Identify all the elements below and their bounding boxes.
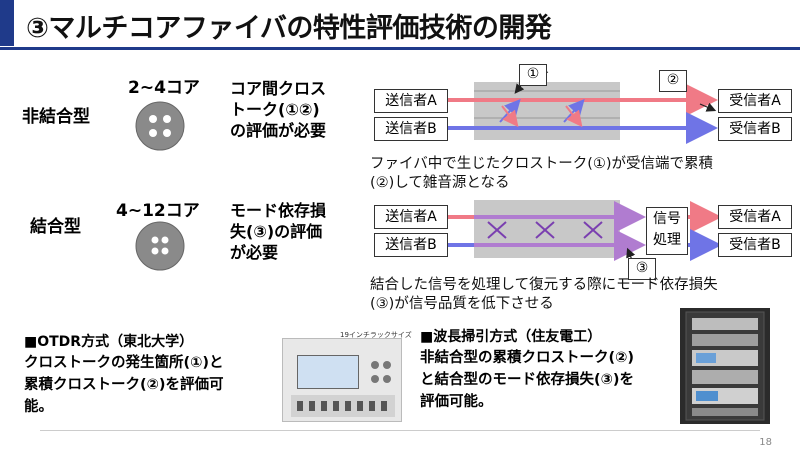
marker-crosstalk-2: ② [659,70,687,92]
footer-rule [40,430,760,431]
uncoupled-fiber-cross-section-icon [135,101,185,151]
signal-processing-line2: 処理 [653,232,681,248]
uncoupled-requirement-line3: の評価が必要 [230,121,327,140]
otdr-connector-panel-icon [291,395,395,417]
uncoupled-note-line2: (②)して雑音源となる [370,175,510,191]
marker-mdl-3: ③ [628,258,656,280]
page-title: ③マルチコアファイバの特性評価技術の開発 [26,13,552,44]
coupled-note: 結合した信号を処理して復元する際にモード依存損失 (③)が信号品質を低下させる [370,276,718,314]
sweep-body-line3: 評価可能。 [420,394,493,410]
coupled-requirement: モード依存損 失(③)の評価 が必要 [230,200,326,263]
page-number: 18 [759,437,772,448]
uncoupled-sender-b-box: 送信者B [374,117,448,141]
signal-processing-box: 信号 処理 [646,207,688,255]
uncoupled-receiver-b-box: 受信者B [718,117,792,141]
equipment-rack-icon [685,311,765,421]
uncoupled-label: 非結合型 [22,107,90,127]
coupled-core-count: 4~12コア [116,201,200,221]
sweep-body-line1: 非結合型の累積クロストーク(②) [420,350,635,366]
uncoupled-requirement-line1: コア間クロス [230,79,327,98]
sweep-body-line2: と結合型のモード依存損失(③)を [420,372,635,388]
sweep-heading: ■波長掃引方式（住友電工） [420,329,602,345]
uncoupled-note-line1: ファイバ中で生じたクロストーク(①)が受信端で累積 [370,156,714,172]
coupled-requirement-line3: が必要 [230,243,279,262]
coupled-sender-b-box: 送信者B [374,233,448,257]
uncoupled-requirement: コア間クロス トーク(①②) の評価が必要 [230,78,326,141]
otdr-body: クロストークの発生箇所(①)と 累積クロストーク(②)を評価可 能。 [24,352,224,418]
marker-crosstalk-1: ① [519,64,547,86]
otdr-body-line3: 能。 [24,399,53,415]
otdr-heading: ■OTDR方式（東北大学） [24,334,194,350]
uncoupled-sender-a-box: 送信者A [374,89,448,113]
signal-processing-line1: 信号 [653,211,681,227]
coupled-receiver-a-box: 受信者A [718,205,792,229]
coupled-note-line1: 結合した信号を処理して復元する際にモード依存損失 [370,277,718,293]
uncoupled-requirement-line2: トーク(①②) [230,100,320,119]
otdr-equipment-photo [282,338,402,422]
title-accent-bar [0,0,14,46]
title-underline [0,47,800,50]
uncoupled-fiber-body [474,82,620,140]
coupled-fiber-cross-section-icon [135,221,185,271]
otdr-knobs-icon [371,361,391,383]
coupled-label: 結合型 [30,217,81,237]
otdr-photo-caption: 19インチラックサイズ [340,331,412,339]
coupled-sender-a-box: 送信者A [374,205,448,229]
otdr-screen [297,355,359,389]
coupled-note-line2: (③)が信号品質を低下させる [370,296,554,312]
coupled-requirement-line2: 失(③)の評価 [230,222,323,241]
coupled-mdl-diagram [448,200,722,261]
uncoupled-receiver-a-box: 受信者A [718,89,792,113]
uncoupled-core-count: 2~4コア [128,78,200,98]
otdr-body-line2: 累積クロストーク(②)を評価可 [24,377,224,393]
coupled-requirement-line1: モード依存損 [230,201,327,220]
coupled-receiver-b-box: 受信者B [718,233,792,257]
otdr-body-line1: クロストークの発生箇所(①)と [24,355,224,371]
uncoupled-note: ファイバ中で生じたクロストーク(①)が受信端で累積 (②)して雑音源となる [370,155,713,193]
sweep-equipment-rack-photo [680,308,770,424]
sweep-body: 非結合型の累積クロストーク(②) と結合型のモード依存損失(③)を 評価可能。 [420,347,634,413]
